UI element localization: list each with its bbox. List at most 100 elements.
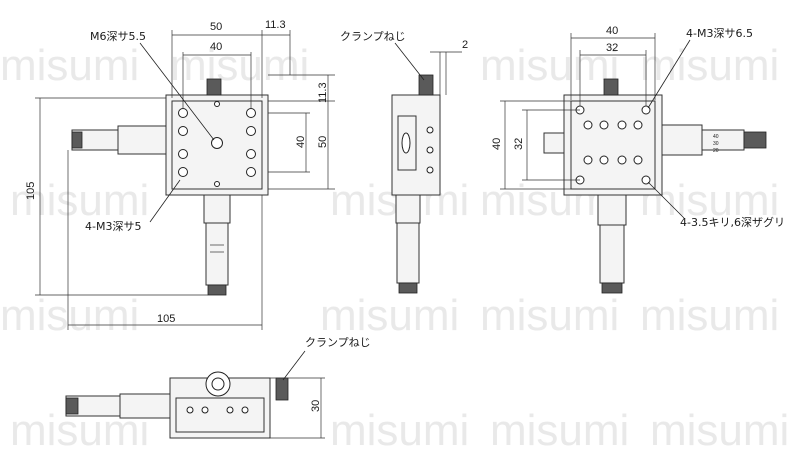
micrometer-scale-label: 30 [713, 141, 719, 147]
side-hole [426, 126, 434, 134]
watermark: misumi [330, 406, 469, 455]
side-hole [426, 146, 434, 154]
bottom-hole [186, 406, 194, 414]
bottom-view: 30 クランプねじ [65, 336, 371, 439]
rear-view: 40 30 20 40 32 40 [491, 25, 785, 294]
rear-micrometer-thimble-bottom [601, 282, 623, 294]
front-hole-grid [178, 101, 256, 187]
mount-hole [246, 126, 256, 136]
bottom-micrometer-sleeve [119, 393, 171, 419]
mount-hole [178, 149, 188, 159]
front-view: 50 40 11.3 11.3 40 50 105 105 M6深サ5.5 4-… [25, 19, 335, 330]
label-m6-depth: M6深サ5.5 [90, 30, 146, 43]
label-clamp-screw-side: クランプねじ [340, 30, 406, 43]
watermark: misumi [640, 291, 779, 340]
dim-rear-width-inner: 32 [606, 42, 618, 54]
leader-m3-65 [647, 39, 691, 109]
side-micrometer-thimble [398, 282, 418, 294]
dim-rear-height-inner: 32 [513, 138, 525, 150]
bottom-hole [226, 406, 234, 414]
dim-front-height-outer: 50 [317, 136, 329, 148]
clamp-knob [275, 377, 289, 401]
mount-hole [246, 167, 256, 177]
watermark: misumi [640, 176, 779, 225]
dim-front-overall-height: 105 [25, 182, 37, 200]
mount-hole [246, 108, 256, 118]
rear-top-plate [570, 100, 656, 190]
bottom-hole [241, 406, 249, 414]
dim-rear-width-outer: 40 [606, 25, 618, 37]
label-m3-depth5: 4-M3深サ5 [85, 220, 141, 233]
dim-front-offset-right: 11.3 [265, 19, 286, 31]
dim-front-inner-width: 40 [210, 41, 222, 53]
dim-rear-height-outer: 40 [491, 138, 503, 150]
clamp-knob [418, 74, 434, 96]
bottom-hole [201, 406, 209, 414]
dim-front-overall-width: 105 [157, 313, 175, 325]
center-hole [211, 137, 223, 149]
micrometer-thimble [207, 284, 227, 296]
label-counterbore: 4-3.5キリ,6深ザグリ [680, 215, 785, 229]
watermark: misumi [0, 41, 139, 90]
micrometer-sleeve [203, 194, 231, 224]
dim-front-offset-top: 11.3 [317, 82, 329, 103]
mount-hole [178, 126, 188, 136]
rear-micrometer-sleeve-bottom [597, 194, 627, 226]
bottom-lower-plate [175, 397, 265, 433]
micrometer-scale-label: 40 [713, 134, 719, 140]
rear-knob [543, 132, 565, 154]
mount-hole [178, 167, 188, 177]
label-m3-depth65: 4-M3深サ6.5 [686, 27, 753, 40]
watermark-layer: misumi misumi misumi misumi misumi misum… [0, 41, 789, 455]
rear-micrometer-sleeve [661, 124, 703, 156]
watermark: misumi [170, 41, 309, 90]
rear-micrometer-barrel-bottom [599, 224, 625, 284]
small-hole [214, 181, 220, 187]
micrometer-thimble [71, 131, 83, 149]
side-hole [426, 166, 434, 174]
rear-micrometer-thimble [743, 131, 767, 149]
watermark: misumi [640, 41, 779, 90]
mount-hole [246, 149, 256, 159]
mount-hole [633, 120, 643, 130]
mount-hole [178, 108, 188, 118]
leader-m3 [149, 179, 181, 223]
bottom-ring-inner [211, 377, 225, 391]
bottom-micrometer-thimble [65, 397, 79, 415]
dim-front-height-inner: 40 [295, 136, 307, 148]
watermark: misumi [480, 291, 619, 340]
rear-micrometer-barrel [701, 129, 745, 151]
micrometer-sleeve [117, 125, 167, 155]
mount-hole [617, 120, 627, 130]
micrometer-barrel [205, 222, 229, 286]
mount-hole [633, 155, 643, 165]
mount-hole [583, 120, 593, 130]
dim-front-top-width: 50 [210, 21, 222, 33]
mount-hole [617, 155, 627, 165]
side-micrometer-sleeve [395, 194, 421, 224]
watermark: misumi [0, 291, 139, 340]
leader-counterbore [647, 181, 685, 219]
side-micrometer-barrel [396, 222, 420, 284]
mount-hole [599, 155, 609, 165]
watermark: misumi [10, 176, 149, 225]
label-clamp-screw-bottom: クランプねじ [305, 336, 371, 349]
mount-hole [583, 155, 593, 165]
small-hole [214, 101, 220, 107]
clamp-knob [206, 78, 222, 96]
side-slot [401, 132, 411, 154]
side-view: 2 クランプねじ [340, 30, 468, 294]
clamp-knob [603, 78, 619, 96]
leader-clamp-bottom [282, 350, 306, 381]
watermark: misumi [480, 41, 619, 90]
dim-side-offset: 2 [462, 39, 468, 51]
watermark: misumi [320, 291, 459, 340]
leader-clamp-side [394, 42, 425, 81]
dim-bottom-height: 30 [310, 400, 322, 412]
micrometer-scale-label: 20 [713, 148, 719, 154]
mount-hole [599, 120, 609, 130]
leader-m6 [139, 42, 215, 141]
watermark: misumi [650, 406, 789, 455]
watermark: misumi [490, 406, 629, 455]
